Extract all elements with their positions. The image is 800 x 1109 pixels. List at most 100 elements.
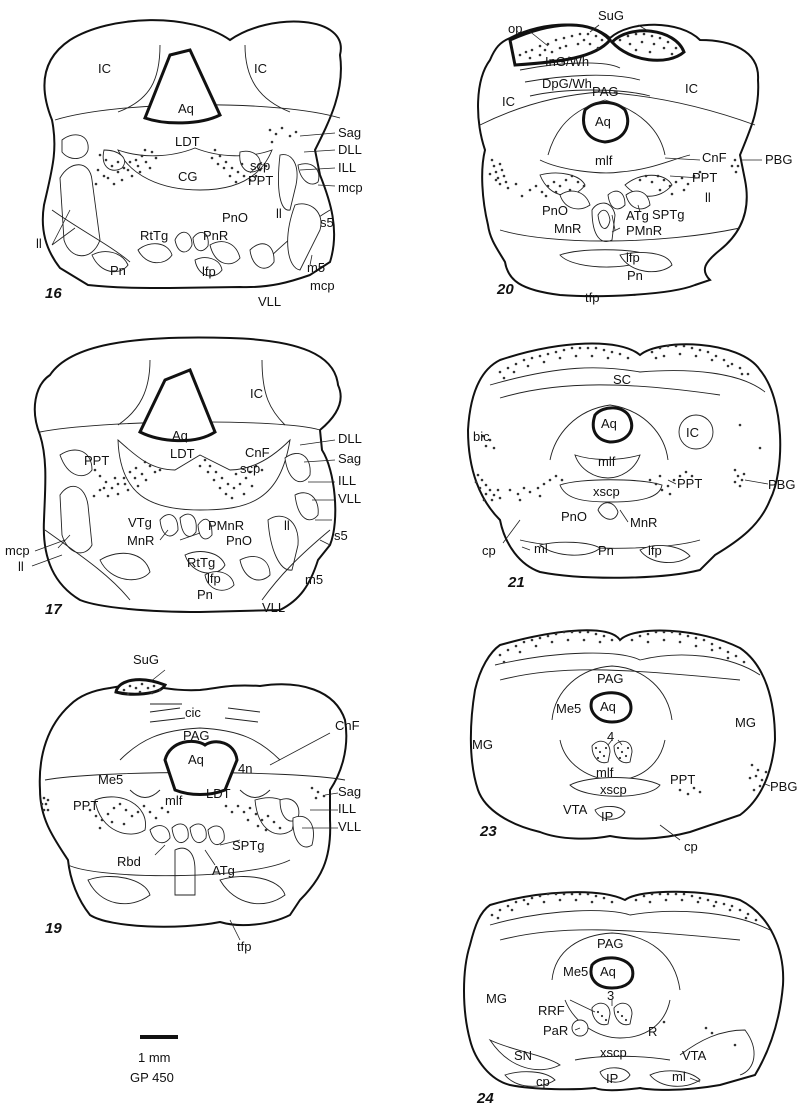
label: DLL (338, 142, 362, 157)
dots-24 (490, 892, 758, 1047)
label: ILL (338, 160, 356, 175)
label: PMnR (208, 518, 244, 533)
label: PPT (73, 798, 98, 813)
label: RtTg (140, 228, 168, 243)
section-number: 16 (45, 285, 62, 302)
label: IC (98, 61, 111, 76)
section-number: 17 (45, 601, 62, 618)
label: PnO (561, 509, 587, 524)
label: LDT (206, 786, 231, 801)
label: PAG (183, 728, 210, 743)
label: ll (36, 236, 42, 251)
label: ll (276, 206, 282, 221)
label: Rbd (117, 854, 141, 869)
label: ml (672, 1069, 686, 1084)
label: CG (178, 169, 198, 184)
label: s5 (320, 215, 334, 230)
label: lfp (626, 250, 640, 265)
label: PnO (222, 210, 248, 225)
labels-16: IC IC Aq LDT CG scp PPT Sag DLL ILL mcp … (36, 61, 363, 309)
label: PaR (543, 1023, 568, 1038)
label: MnR (554, 221, 581, 236)
label: tfp (237, 939, 251, 954)
label: CnF (702, 150, 727, 165)
label: 4n (238, 761, 252, 776)
label: SN (514, 1048, 532, 1063)
label: cic (185, 705, 201, 720)
label: IP (601, 809, 613, 824)
label: MnR (127, 533, 154, 548)
label: scp (250, 158, 270, 173)
label: ml (534, 541, 548, 556)
label: IC (686, 425, 699, 440)
label: Me5 (556, 701, 581, 716)
label: PnR (203, 228, 228, 243)
label: ll (705, 190, 711, 205)
label: SuG (598, 8, 624, 23)
label: ATg (626, 208, 649, 223)
label: ILL (338, 801, 356, 816)
label: Aq (601, 416, 617, 431)
label: VTA (682, 1048, 707, 1063)
section-17: IC Aq LDT CnF scp PPT DLL Sag ILL VLL ll… (5, 336, 362, 618)
dots-20 (488, 32, 740, 198)
label: LDT (175, 134, 200, 149)
labels-20: op SuG InG/Wh DpG/Wh PAG Aq IC IC mlf Cn… (496, 8, 792, 305)
label: IC (250, 386, 263, 401)
label: CnF (245, 445, 270, 460)
section-number: 19 (45, 920, 62, 937)
label: mcp (338, 180, 363, 195)
label: cp (536, 1074, 550, 1089)
label: PPT (677, 476, 702, 491)
label: scp (240, 461, 260, 476)
label: SuG (133, 652, 159, 667)
label: mlf (596, 765, 614, 780)
label: tfp (585, 290, 599, 305)
scale-length: 1 mm (138, 1050, 171, 1065)
label: Pn (197, 587, 213, 602)
label: ll (284, 518, 290, 533)
label: RRF (538, 1003, 565, 1018)
label: Sag (338, 451, 361, 466)
label: Me5 (563, 964, 588, 979)
label: LDT (170, 446, 195, 461)
label: Aq (188, 752, 204, 767)
label: PAG (597, 936, 624, 951)
label: DLL (338, 431, 362, 446)
label: SC (613, 372, 631, 387)
label: MG (472, 737, 493, 752)
label: VLL (338, 819, 361, 834)
label: DpG/Wh (542, 76, 592, 91)
section-20: op SuG InG/Wh DpG/Wh PAG Aq IC IC mlf Cn… (477, 8, 792, 305)
label: R (648, 1024, 657, 1039)
label: Aq (595, 114, 611, 129)
label: MnR (630, 515, 657, 530)
label: PAG (592, 84, 619, 99)
label: Aq (172, 428, 188, 443)
label: mlf (595, 153, 613, 168)
section-number: 23 (479, 823, 497, 840)
labels-17: IC Aq LDT CnF scp PPT DLL Sag ILL VLL ll… (5, 386, 362, 618)
label: xscp (593, 484, 620, 499)
label: Pn (110, 263, 126, 278)
section-19: SuG cic PAG Aq 4n Me5 LDT mlf PPT CnF Sa… (38, 652, 361, 954)
label: PPT (692, 170, 717, 185)
label: xscp (600, 1045, 627, 1060)
label: PnO (226, 533, 252, 548)
label: PnO (542, 203, 568, 218)
label: IP (606, 1071, 618, 1086)
scale-animal: GP 450 (130, 1070, 174, 1085)
label: ILL (338, 473, 356, 488)
label: PAG (597, 671, 624, 686)
label: VLL (262, 600, 285, 615)
dots-17 (92, 458, 264, 500)
label: PBG (770, 779, 797, 794)
label: ll (18, 559, 24, 574)
label: lfp (207, 571, 221, 586)
label: IC (502, 94, 515, 109)
dots-19 (40, 682, 326, 832)
label: PPT (248, 173, 273, 188)
label: SPTg (232, 838, 265, 853)
label: op (508, 21, 522, 36)
